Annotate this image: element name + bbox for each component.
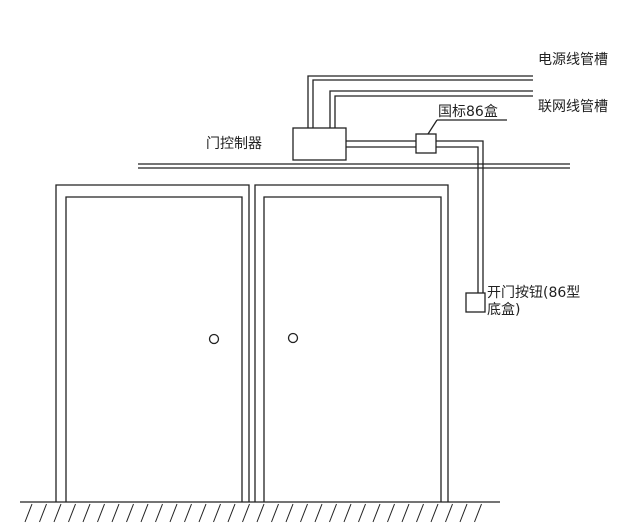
hatch-mark	[155, 503, 163, 523]
network-trunking-label: 联网线管槽	[538, 99, 608, 115]
hatch-mark	[474, 503, 482, 523]
hatch-mark	[285, 503, 294, 523]
hatch-mark	[198, 503, 207, 523]
door-controller-box	[292, 127, 347, 161]
hatch-mark	[329, 503, 337, 523]
hatch-mark	[213, 503, 221, 523]
hatch-mark	[97, 503, 105, 523]
hatch-mark	[140, 503, 149, 523]
controller-to-box-conduit	[346, 140, 416, 148]
hatch-mark	[445, 503, 453, 523]
hatch-mark	[314, 503, 323, 523]
junction-box-86	[415, 133, 437, 154]
exit-button-label-line2: 底盒)	[487, 302, 521, 318]
hatch-mark	[227, 503, 236, 523]
hatch-mark	[271, 503, 279, 523]
hatch-mark	[53, 503, 62, 523]
floor-hatching	[24, 503, 482, 523]
hatch-mark	[459, 503, 468, 523]
box-to-button-conduit	[436, 140, 484, 293]
hatch-mark	[387, 503, 395, 523]
junction-box-label: 国标86盒	[438, 104, 498, 120]
power-trunking-label: 电源线管槽	[538, 52, 608, 68]
hatch-mark	[169, 503, 178, 523]
hatch-mark	[111, 503, 120, 523]
hatch-mark	[401, 503, 410, 523]
exit-button-box	[465, 292, 486, 313]
hatch-mark	[372, 503, 381, 523]
hatch-mark	[24, 503, 33, 523]
hatch-mark	[343, 503, 352, 523]
hatch-mark	[300, 503, 308, 523]
ceiling-line	[138, 163, 570, 169]
hatch-mark	[39, 503, 47, 523]
hatch-mark	[358, 503, 366, 523]
left-door	[55, 184, 250, 502]
right-door	[254, 184, 449, 502]
hatch-mark	[430, 503, 439, 523]
network-trunking-pipe	[329, 90, 533, 128]
junction-box-leader	[427, 119, 507, 135]
door-controller-label: 门控制器	[206, 136, 262, 152]
hatch-mark	[68, 503, 76, 523]
hatch-mark	[416, 503, 424, 523]
left-door-knob	[208, 333, 220, 345]
hatch-mark	[184, 503, 192, 523]
hatch-mark	[82, 503, 91, 523]
hatch-mark	[242, 503, 250, 523]
exit-button-label-line1: 开门按钮(86型	[487, 285, 581, 301]
power-trunking-pipe	[307, 75, 533, 128]
right-door-knob	[287, 332, 299, 344]
hatch-mark	[126, 503, 134, 523]
hatch-mark	[256, 503, 265, 523]
